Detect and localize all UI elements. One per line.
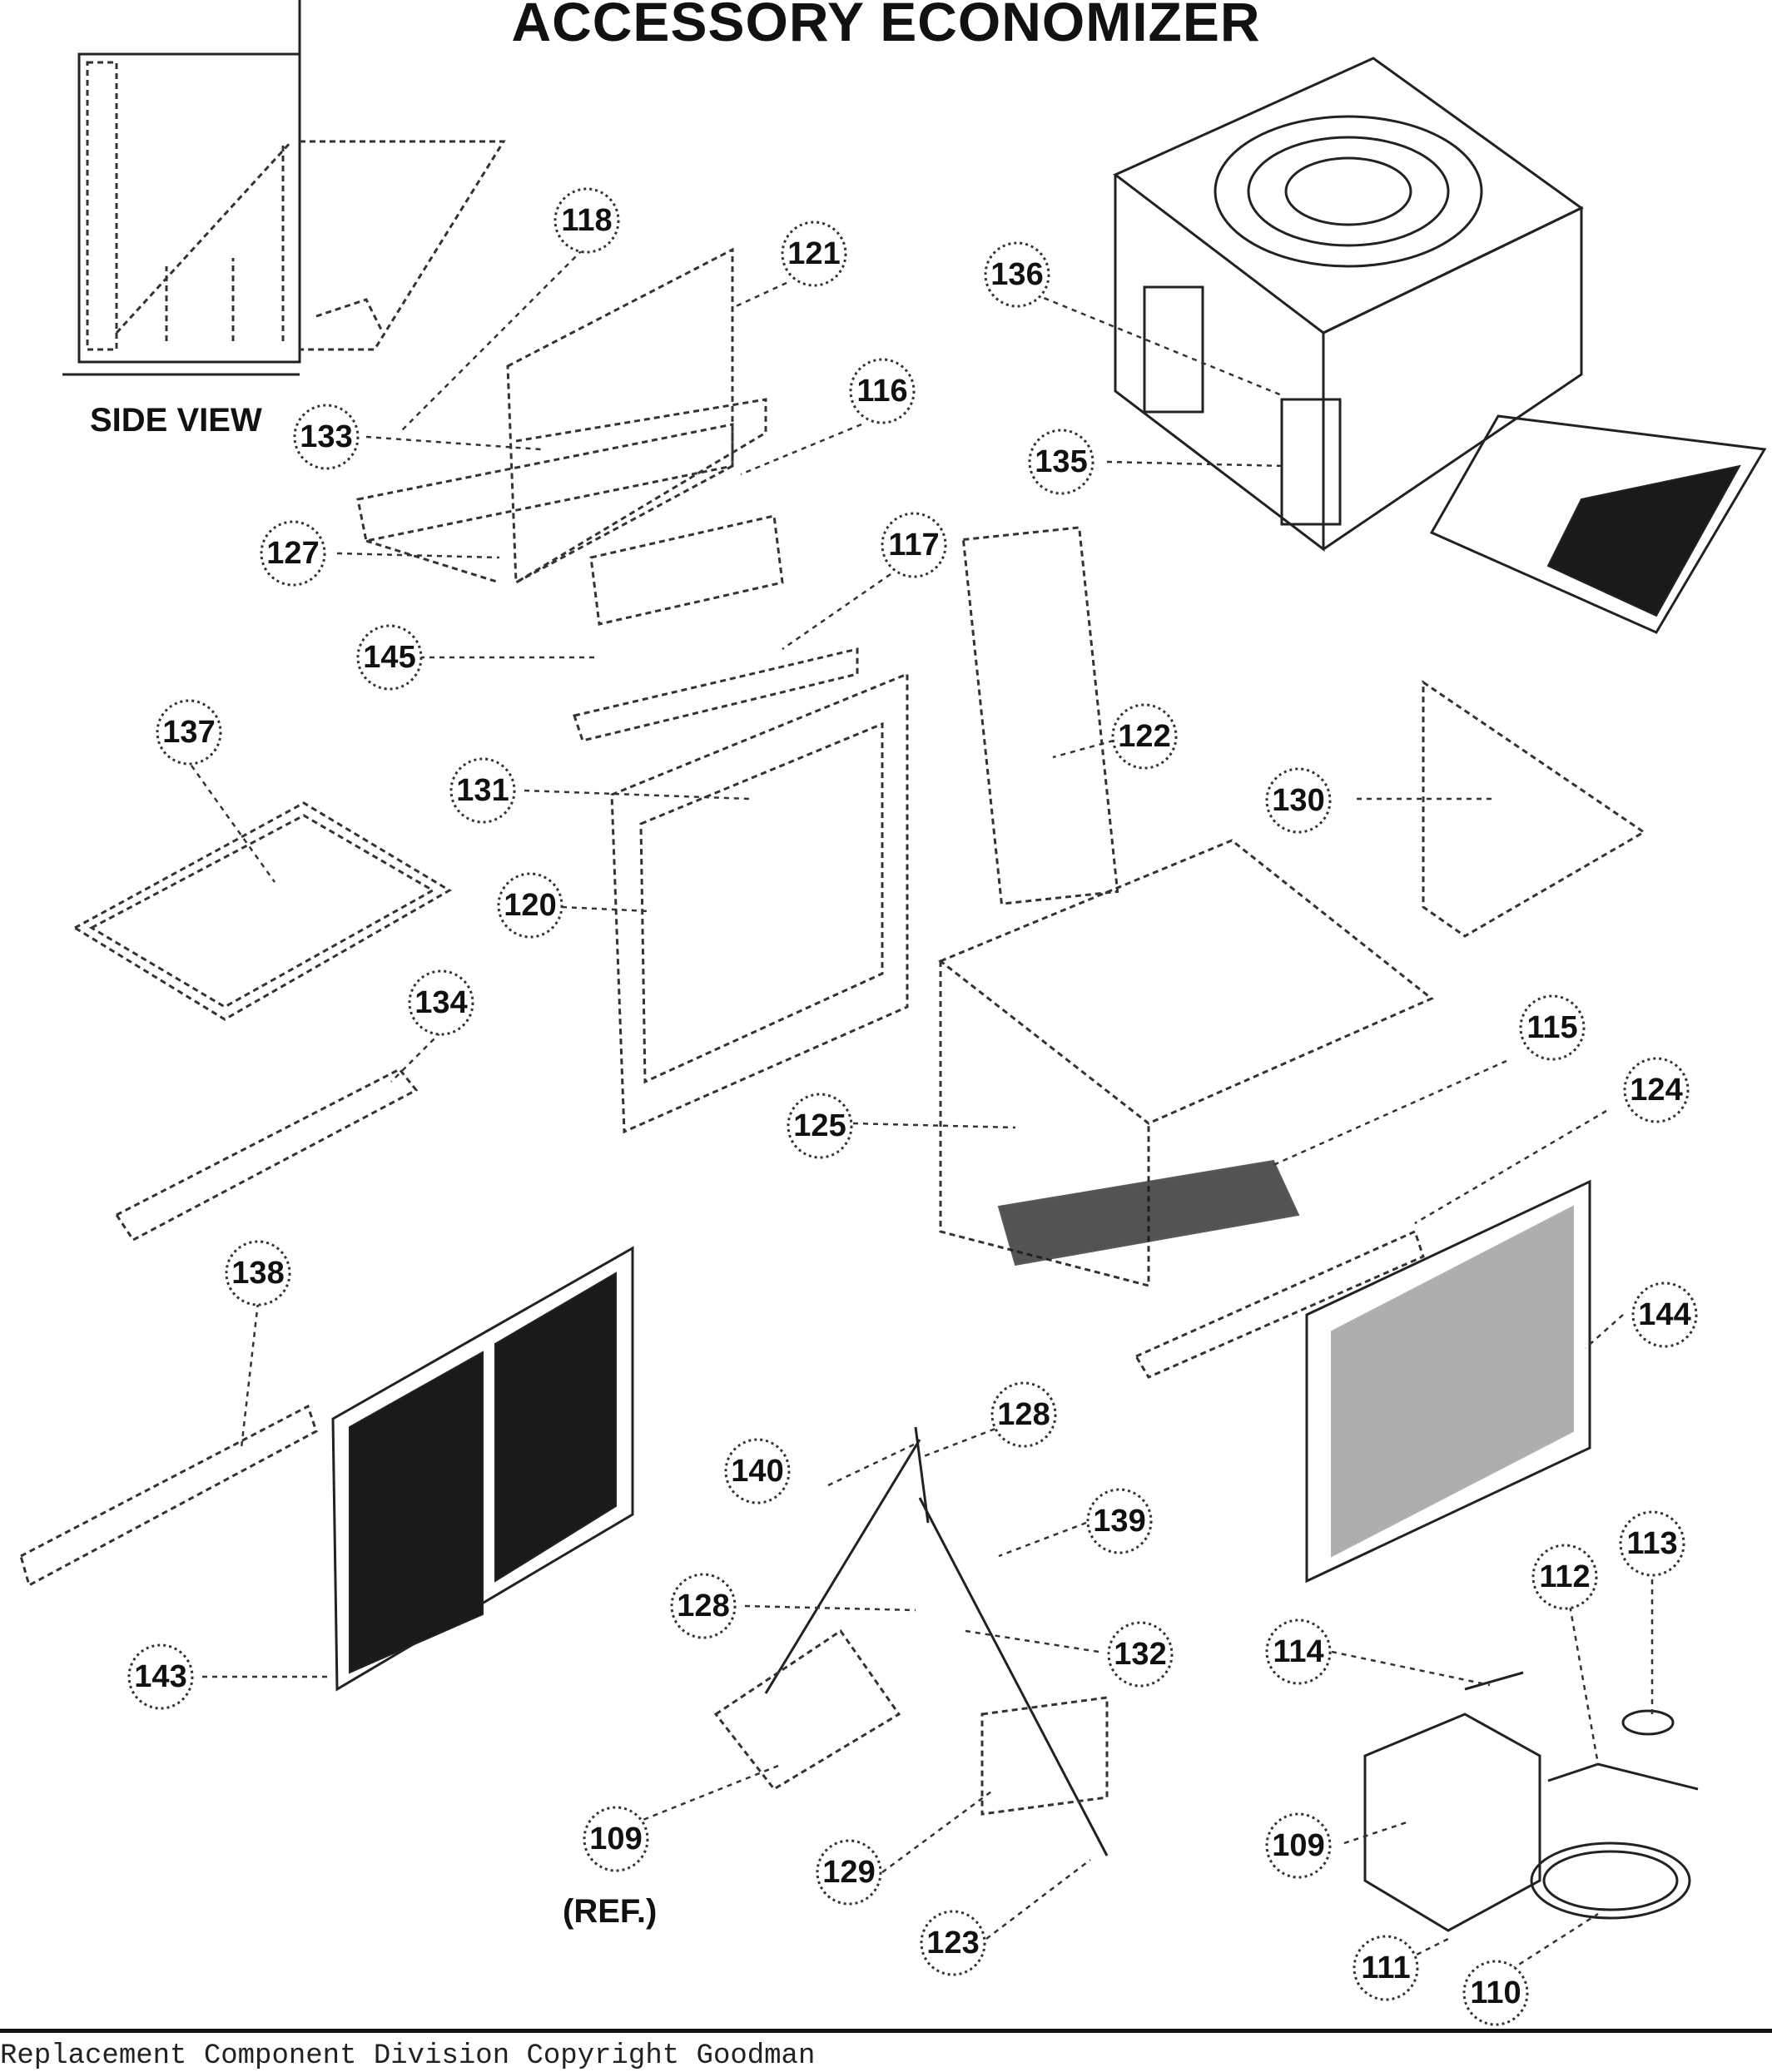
callout-136: 136: [984, 241, 1050, 308]
callout-label: 118: [561, 203, 612, 238]
callout-label: 137: [162, 715, 215, 750]
callout-125: 125: [787, 1093, 853, 1159]
frame-120: [610, 672, 909, 1134]
callout-128-top: 128: [990, 1381, 1057, 1448]
filter-137-inner: [88, 814, 436, 1009]
callout-label: 130: [1272, 783, 1324, 818]
callout-label: 140: [731, 1454, 783, 1489]
callout-label: 113: [1626, 1526, 1677, 1561]
louver-144: [1305, 1179, 1591, 1584]
callout-115: 115: [1519, 994, 1586, 1061]
callout-label: 136: [990, 257, 1043, 292]
filter-137: [72, 801, 452, 1021]
filter-frame-143: [331, 1246, 634, 1692]
callout-143: 143: [127, 1643, 194, 1710]
callout-110: 110: [1462, 1960, 1529, 2026]
callout-124: 124: [1623, 1057, 1690, 1123]
callout-127: 127: [260, 520, 326, 587]
callout-130: 130: [1265, 767, 1332, 834]
callout-109-ref: 109: [583, 1806, 649, 1872]
footer-divider: [0, 2029, 1772, 2033]
rail-134: [114, 1068, 419, 1242]
callout-label: 117: [888, 528, 939, 563]
callout-label: 112: [1539, 1559, 1590, 1594]
rail-124: [1134, 1229, 1425, 1379]
callout-112: 112: [1531, 1544, 1598, 1610]
callout-121: 121: [781, 221, 847, 287]
callout-label: 125: [793, 1108, 846, 1143]
callout-128-mid: 128: [670, 1573, 737, 1639]
callout-120: 120: [497, 872, 563, 939]
callout-133: 133: [293, 404, 360, 470]
callout-111: 111: [1353, 1935, 1419, 2001]
callout-label: 131: [456, 773, 509, 808]
callout-label: 127: [266, 536, 319, 571]
callout-label: 120: [504, 888, 556, 923]
callout-118: 118: [553, 187, 620, 254]
panel-130: [1422, 680, 1646, 938]
callout-label: 115: [1526, 1010, 1577, 1045]
diagram-title: ACCESSORY ECONOMIZER: [511, 0, 1261, 52]
frame-120-inner: [639, 721, 884, 1084]
callout-145: 145: [356, 624, 423, 691]
callout-117: 117: [881, 512, 947, 578]
callout-label: 122: [1118, 719, 1170, 754]
ref-label: (REF.): [563, 1893, 658, 1930]
actuator-assembly: [1363, 1671, 1699, 1932]
condensing-unit: [1113, 57, 1767, 634]
callout-132: 132: [1107, 1621, 1174, 1688]
panel-122: [961, 526, 1119, 905]
callout-label: 123: [926, 1926, 979, 1960]
side-view-inset: [62, 0, 506, 376]
hood-125-top: [938, 839, 1434, 1125]
callout-label: 114: [1273, 1634, 1323, 1669]
linkage-assembly: [713, 1426, 1109, 1856]
footer-text: Replacement Component Division Copyright…: [0, 2040, 816, 2072]
callout-116: 116: [849, 358, 916, 424]
callout-135: 135: [1028, 429, 1094, 495]
callout-label: 145: [363, 640, 415, 675]
callout-144: 144: [1631, 1281, 1698, 1348]
callout-label: 116: [856, 374, 907, 409]
callout-label: 109: [589, 1822, 642, 1856]
callout-129: 129: [816, 1839, 882, 1906]
callout-label: 110: [1470, 1975, 1521, 2010]
callout-138: 138: [225, 1240, 291, 1306]
damper-frame: [356, 247, 767, 585]
callout-131: 131: [449, 757, 516, 824]
callout-label: 121: [787, 236, 840, 271]
callout-140: 140: [724, 1438, 791, 1504]
callout-label: 144: [1638, 1297, 1690, 1332]
callout-label: 133: [300, 419, 352, 454]
callout-label: 135: [1035, 444, 1087, 479]
callout-label: 128: [997, 1397, 1050, 1432]
callout-label: 132: [1114, 1637, 1166, 1672]
callout-label: 111: [1361, 1951, 1410, 1985]
hood-125-side: [939, 961, 1150, 1287]
callout-139: 139: [1086, 1488, 1153, 1554]
leader-lines: [190, 249, 1654, 1982]
callout-label: 138: [231, 1256, 284, 1291]
callout-label: 129: [822, 1855, 875, 1890]
callout-label: 143: [134, 1659, 186, 1694]
callout-122: 122: [1111, 703, 1178, 770]
callout-134: 134: [408, 969, 474, 1036]
rail-138: [19, 1404, 318, 1588]
callout-label: 124: [1630, 1073, 1682, 1108]
callout-114: 114: [1265, 1618, 1332, 1685]
callout-137: 137: [156, 699, 222, 766]
callout-109-right: 109: [1265, 1812, 1332, 1879]
callout-label: 128: [677, 1589, 729, 1623]
callout-113: 113: [1619, 1510, 1685, 1577]
hood-screen-115: [997, 1159, 1300, 1266]
side-view-label: SIDE VIEW: [90, 402, 262, 439]
filter-bracket: [573, 514, 859, 742]
callout-label: 139: [1093, 1504, 1145, 1539]
callout-label: 134: [414, 985, 467, 1020]
callout-label: 109: [1272, 1828, 1324, 1863]
callout-123: 123: [920, 1910, 986, 1976]
